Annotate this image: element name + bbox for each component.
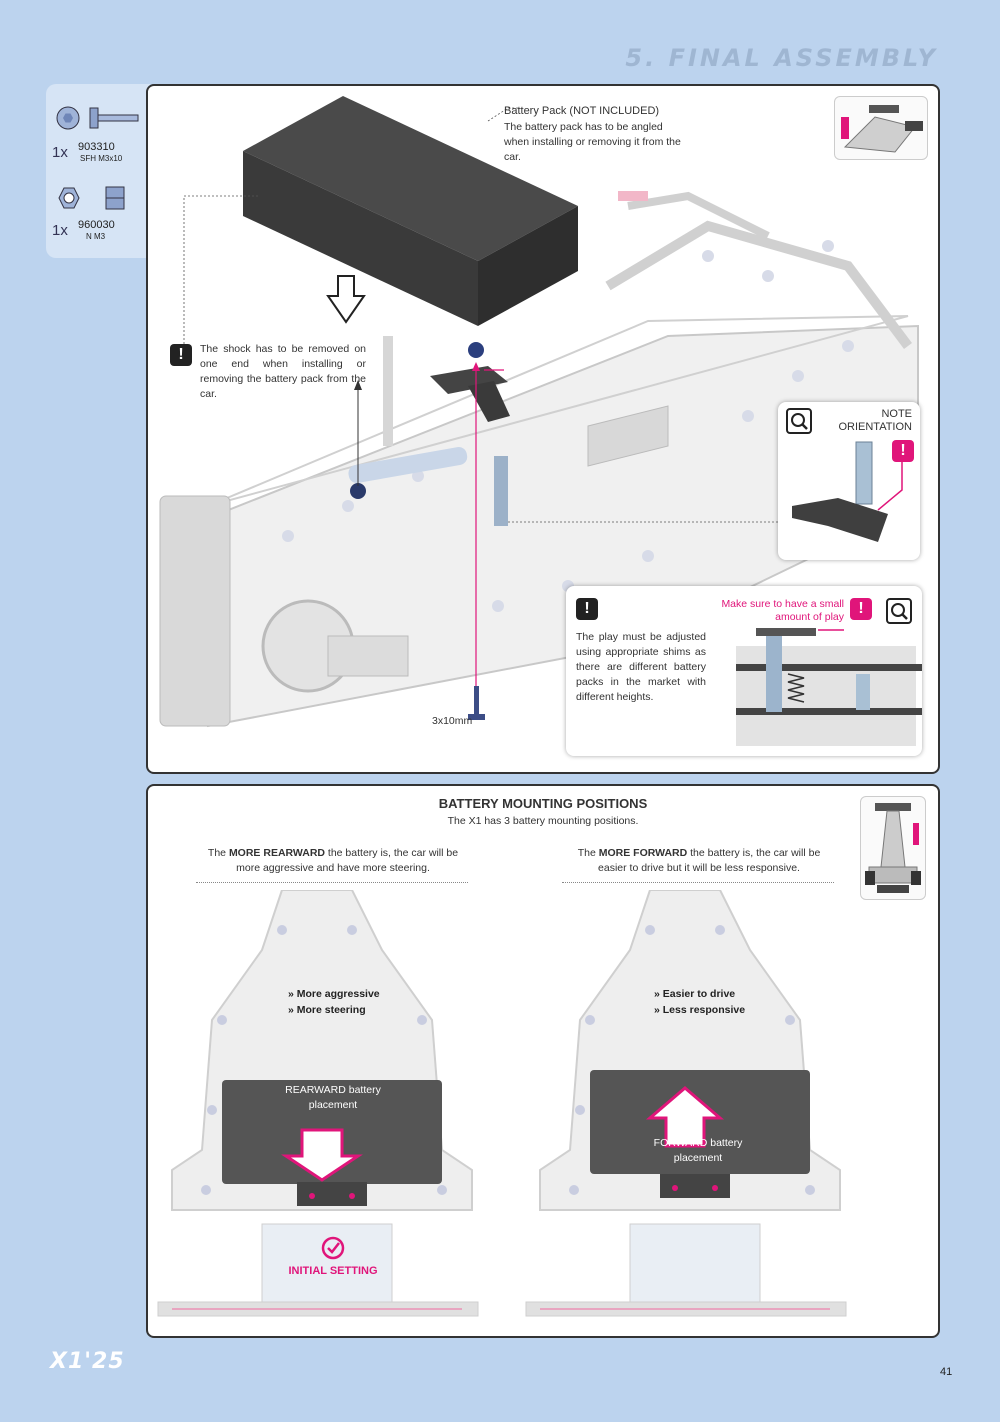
divider	[196, 882, 468, 883]
small-play-note: Make sure to have a small amount of play	[721, 598, 844, 623]
warning-icon: !	[850, 598, 872, 620]
note-orientation-label: NOTE ORIENTATION	[838, 408, 912, 433]
bullet-item: » More steering	[288, 1004, 366, 1016]
part-qty: 1x	[52, 222, 68, 239]
battery-pack-title: Battery Pack (NOT INCLUDED)	[504, 105, 660, 117]
play-illustration	[736, 628, 922, 746]
shock-note: The shock has to be removed on one end w…	[200, 343, 366, 400]
mounting-subtitle: The X1 has 3 battery mounting positions.	[447, 815, 639, 827]
warning-icon: !	[892, 440, 914, 462]
brand-logo: X1'25	[50, 1349, 125, 1374]
forward-chassis-illustration	[525, 890, 847, 1317]
forward-label: FORWARD battery placement	[653, 1137, 743, 1164]
section-title: 5. FINAL ASSEMBLY	[625, 44, 938, 72]
rearward-chassis-illustration	[157, 890, 479, 1317]
car-thumbnail	[834, 96, 928, 160]
assembly-panel: Battery Pack (NOT INCLUDED) The battery …	[146, 84, 940, 774]
bullet-item: » More aggressive	[288, 988, 380, 1000]
orientation-illustration	[792, 441, 903, 542]
forward-description: The MORE FORWARD the battery is, the car…	[577, 847, 821, 874]
rearward-description: The MORE REARWARD the battery is, the ca…	[207, 847, 459, 874]
part-number: 903310	[78, 141, 115, 153]
bullet-item: » Less responsive	[654, 1004, 746, 1016]
rearward-label: REARWARD battery placement	[285, 1084, 381, 1111]
initial-setting-label: INITIAL SETTING	[288, 1265, 378, 1277]
mounting-title: BATTERY MOUNTING POSITIONS	[438, 796, 648, 811]
play-adjust-inset: ! The play must be adjusted using approp…	[566, 586, 922, 756]
play-note: The play must be adjusted using appropri…	[576, 631, 706, 703]
nut-icon	[58, 186, 125, 210]
page-number: 41	[940, 1366, 953, 1378]
magnifier-icon	[886, 598, 912, 624]
rearward-bullets: » More aggressive » More steering	[288, 986, 380, 1018]
part-qty: 1x	[52, 144, 68, 161]
initial-setting-badge: INITIAL SETTING	[278, 1236, 388, 1277]
parts-list: 1x 903310 SFH M3x10 1x 960030 N M3	[46, 84, 150, 258]
bullet-item: » Easier to drive	[654, 988, 736, 1000]
divider	[562, 882, 834, 883]
screw-icon	[56, 106, 139, 130]
part-desc: SFH M3x10	[80, 154, 123, 163]
forward-bullets: » Easier to drive » Less responsive	[654, 986, 745, 1018]
car-top-icon	[865, 803, 921, 893]
warning-icon: !	[576, 598, 598, 620]
note-orientation-inset: NOTE ORIENTATION !	[778, 402, 920, 560]
mounting-positions-panel: BATTERY MOUNTING POSITIONS The X1 has 3 …	[146, 784, 940, 1338]
magnifier-icon	[786, 408, 812, 434]
part-number: 960030	[78, 219, 115, 231]
part-desc: N M3	[86, 232, 106, 241]
warning-icon: !	[170, 344, 192, 366]
screw-size-label: 3x10mm	[432, 715, 473, 727]
battery-pack-desc: The battery pack has to be angled when i…	[504, 121, 681, 163]
car-icon	[841, 105, 923, 153]
check-icon	[321, 1236, 345, 1260]
assembly-illustration	[159, 96, 919, 728]
car-top-thumbnail	[860, 796, 926, 900]
